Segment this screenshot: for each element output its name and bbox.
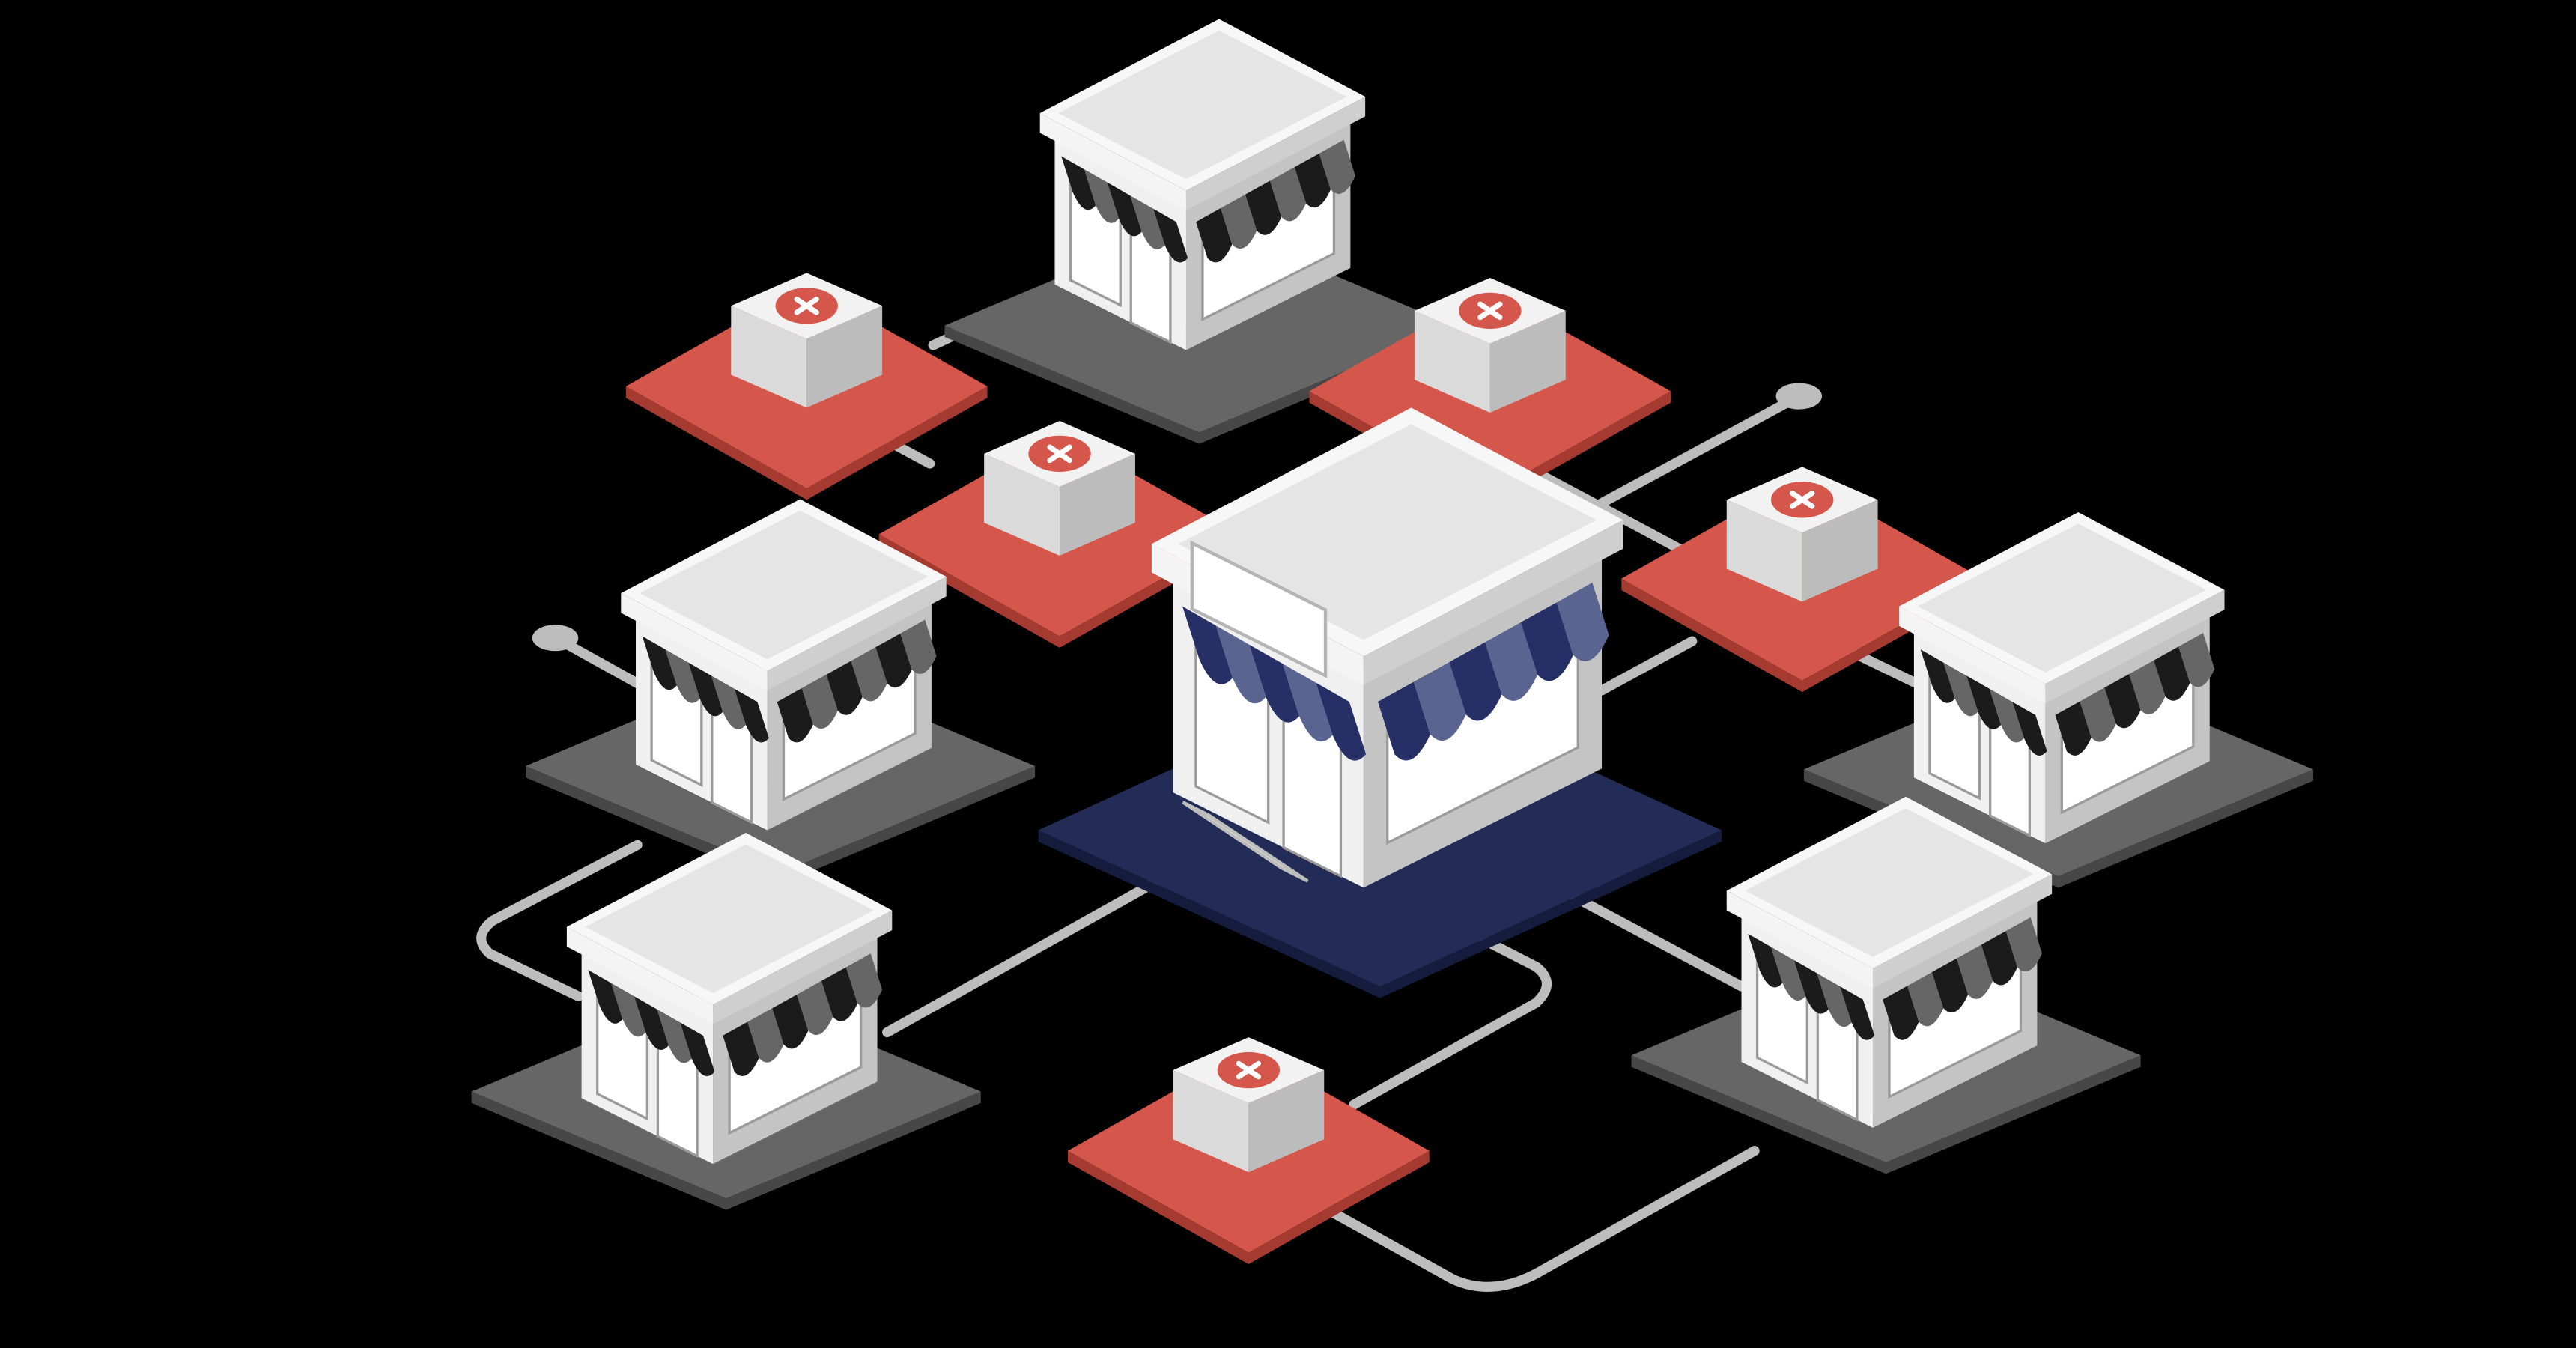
store-hub (1151, 407, 1623, 888)
store-sign (1190, 540, 1328, 678)
store-top-center (1039, 19, 1366, 350)
connector-end-dot (532, 625, 579, 652)
scene-objects (566, 19, 2225, 1173)
store-bottom-left (566, 833, 893, 1165)
package-top-left (731, 273, 883, 408)
package-top-right (1414, 277, 1566, 413)
package-bottom-center (1173, 1037, 1325, 1173)
store-middle-left (621, 499, 947, 831)
store-middle-right (1899, 512, 2225, 844)
store-bottom-right (1726, 796, 2053, 1128)
package-center-left (984, 420, 1135, 556)
package-right (1726, 467, 1878, 602)
connector-end-dot (1775, 383, 1823, 410)
